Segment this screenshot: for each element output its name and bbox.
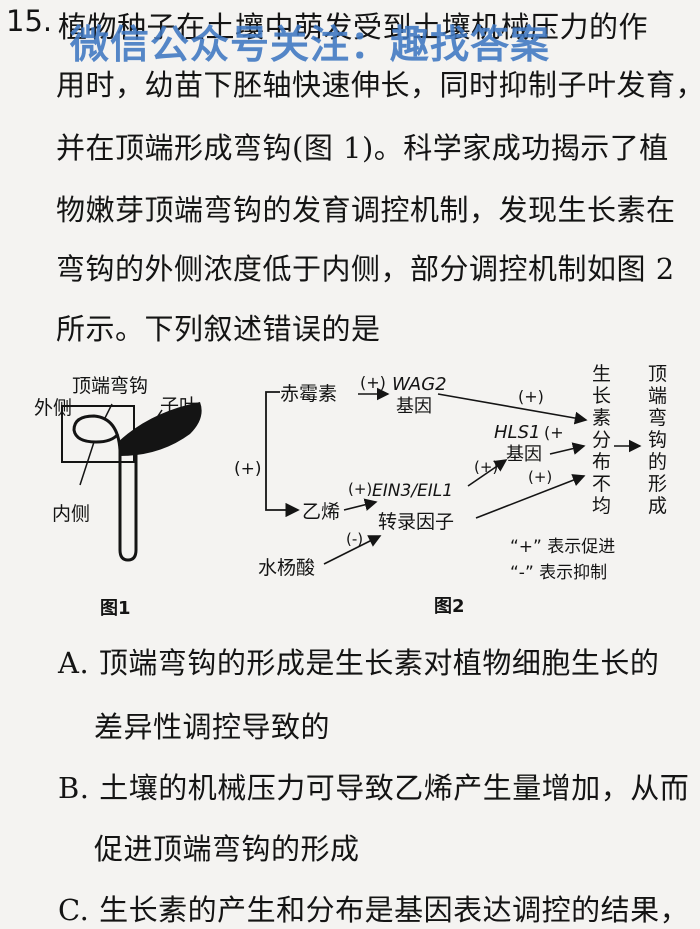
watermark-text: 微信公众号关注：趣找答案: [70, 23, 551, 68]
salicylic-acid: 水杨酸: [258, 557, 315, 579]
figure1-caption: 图1: [100, 598, 131, 619]
svg-text:分: 分: [592, 429, 611, 451]
option-c-line-1: C. 生长素的产生和分布是基因表达调控的结果，: [58, 893, 690, 927]
svg-text:顶: 顶: [648, 363, 667, 385]
apical-hook: [72, 414, 122, 451]
label-inner: 内侧: [52, 503, 90, 525]
option-a-line-2: 差异性调控导致的: [94, 710, 331, 744]
figure2-caption: 图2: [434, 596, 465, 617]
option-b-line-2: 促进顶端弯钩的形成: [94, 832, 360, 866]
option-a-line-1: A. 顶端弯钩的形成是生长素对植物细胞生长的: [58, 646, 660, 680]
svg-text:的: 的: [648, 451, 667, 473]
ein3-plus: (+): [474, 458, 498, 476]
svg-text:钩: 钩: [648, 429, 667, 451]
wag2-plus: (+): [518, 387, 544, 406]
figure-2: (+) 赤霉素 (+) WAG2 基因 (+) HLS1 (+ 基因 乙烯 (+…: [234, 363, 667, 617]
question-line-1: 植物种子在土壤中萌发受到土壤机械压力的作: [58, 10, 649, 44]
gibberellin-plus: (+): [360, 373, 386, 392]
svg-text:弯: 弯: [648, 407, 667, 429]
gibberellin: 赤霉素: [280, 383, 337, 405]
transcription-factor: 转录因子: [378, 511, 454, 533]
hls1-gene-label: 基因: [506, 444, 542, 465]
question-line-5: 弯钩的外侧浓度低于内侧，部分调控机制如图 2: [56, 252, 675, 286]
svg-text:布: 布: [592, 451, 611, 473]
auxin-uneven-column: 生 长 素 分 布 不 均: [592, 363, 611, 517]
question-line-2: 用时，幼苗下胚轴快速伸长，同时抑制子叶发育，: [56, 68, 700, 102]
question-line-3: 并在顶端形成弯钩(图 1)。科学家成功揭示了植: [56, 131, 669, 165]
legend-minus: “-” 表示抑制: [510, 563, 607, 583]
label-outer: 外侧: [34, 397, 72, 419]
label-cotyledon: 子叶: [160, 395, 198, 417]
ethylene: 乙烯: [302, 501, 340, 523]
salicylic-minus: (-): [346, 530, 363, 548]
ein3-gene-name: EIN3/EIL1: [372, 481, 453, 501]
wag2-gene-label: 基因: [396, 396, 432, 417]
svg-text:形: 形: [648, 473, 667, 495]
question-line-6: 所示。下列叙述错误的是: [56, 312, 381, 346]
svg-text:不: 不: [592, 473, 611, 495]
svg-text:长: 长: [592, 385, 611, 407]
tf-plus: (+): [528, 468, 552, 486]
ethylene-plus: (+): [348, 480, 372, 498]
svg-text:素: 素: [592, 407, 611, 429]
svg-text:均: 均: [592, 495, 611, 517]
bracket-line: [265, 391, 300, 518]
option-b-line-1: B. 土壤的机械压力可导致乙烯产生量增加，从而: [58, 771, 690, 805]
legend-plus: “+” 表示促进: [510, 537, 615, 557]
svg-text:端: 端: [648, 385, 667, 407]
hypocotyl-stem: [118, 445, 138, 562]
hls1-plus: (+: [544, 423, 564, 442]
hook-formation-column: 顶 端 弯 钩 的 形 成: [648, 363, 667, 517]
bracket-plus: (+): [234, 459, 262, 479]
figure-1: 顶端弯钩 外侧 子叶 内侧 图1: [34, 375, 202, 619]
question-line-4: 物嫩芽顶端弯钩的发育调控机制，发现生长素在: [56, 193, 676, 227]
cotyledon-shape: [118, 402, 202, 456]
wag2-gene-name: WAG2: [392, 374, 447, 395]
question-number: 15.: [6, 4, 53, 38]
label-hook: 顶端弯钩: [72, 375, 148, 397]
hls1-gene-name: HLS1: [494, 422, 540, 443]
svg-text:生: 生: [592, 363, 611, 385]
svg-text:成: 成: [648, 495, 667, 517]
